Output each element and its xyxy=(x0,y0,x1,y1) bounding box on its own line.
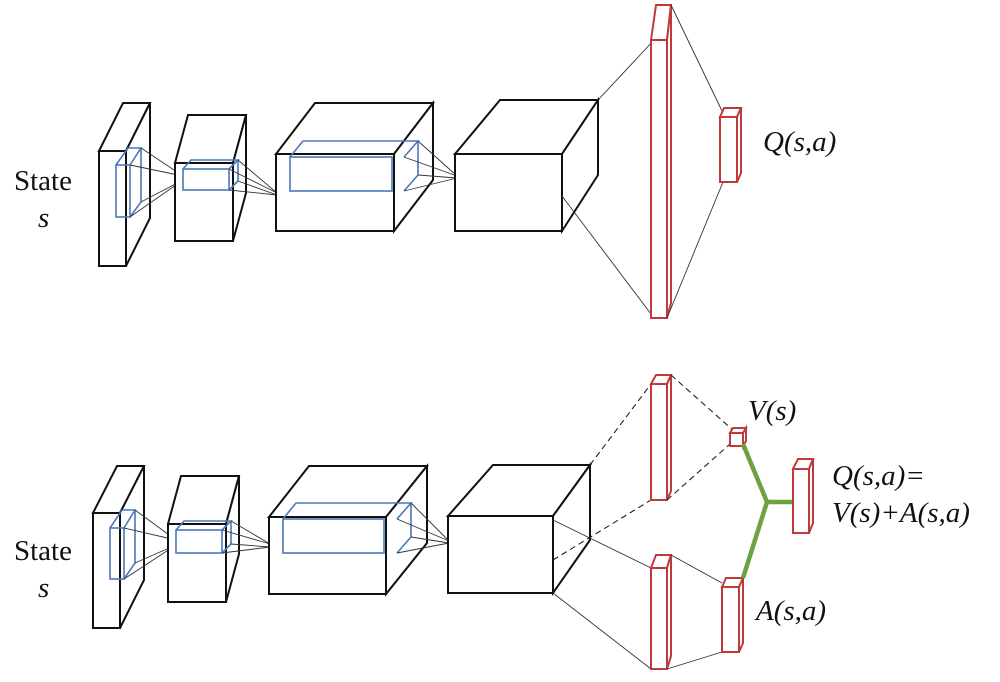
top-conv-layer-3 xyxy=(273,100,436,234)
value-stream-connectors xyxy=(552,383,652,561)
bottom-conv-layer-3 xyxy=(266,463,430,597)
bottom-kernel-2 xyxy=(175,529,223,554)
top-conv-layer-1 xyxy=(97,102,152,267)
value-dense-layer xyxy=(649,374,673,501)
top-kernel-3 xyxy=(289,156,393,192)
top-input-label: State xyxy=(14,165,72,197)
top-kernel-2 xyxy=(182,168,230,191)
advantage-output-layer xyxy=(720,577,745,653)
top-kernel-1 xyxy=(115,164,131,218)
top-output-label: Q(s,a) xyxy=(763,126,836,158)
bottom-input-label: State xyxy=(14,535,72,567)
top-dense-layer xyxy=(649,4,673,319)
top-conv-layer-4 xyxy=(452,96,600,235)
advantage-label: A(s,a) xyxy=(754,595,826,627)
bottom-connector-3 xyxy=(396,502,450,554)
bottom-conv-layer-4 xyxy=(445,461,592,597)
top-connector-4 xyxy=(561,39,655,319)
top-conv-layer-2 xyxy=(173,114,248,242)
combined-output-label-line1: Q(s,a)= xyxy=(832,460,925,492)
top-connector-3 xyxy=(403,140,458,192)
top-input-symbol: s xyxy=(38,202,49,234)
top-connector-5 xyxy=(666,4,724,319)
advantage-output-connectors xyxy=(666,554,723,670)
advantage-stream-connectors xyxy=(552,519,652,670)
bottom-kernel-3 xyxy=(282,518,385,554)
bottom-kernel-1 xyxy=(109,527,125,580)
combined-output-label-line2: V(s)+A(s,a) xyxy=(832,497,970,529)
bottom-network: State s xyxy=(14,374,970,670)
aggregation-connector xyxy=(740,443,795,579)
bottom-conv-layer-1 xyxy=(91,465,146,629)
bottom-input-symbol: s xyxy=(38,572,49,604)
combined-output-layer xyxy=(791,458,815,534)
value-output-connectors xyxy=(666,374,736,501)
bottom-conv-layer-2 xyxy=(166,475,241,603)
top-connector-2 xyxy=(228,159,278,196)
bottom-connector-2 xyxy=(221,520,271,554)
advantage-dense-layer xyxy=(649,554,673,670)
top-network: State s xyxy=(14,4,836,319)
value-output-node xyxy=(728,424,748,450)
top-output-layer xyxy=(718,107,743,183)
value-label: V(s) xyxy=(748,395,796,427)
